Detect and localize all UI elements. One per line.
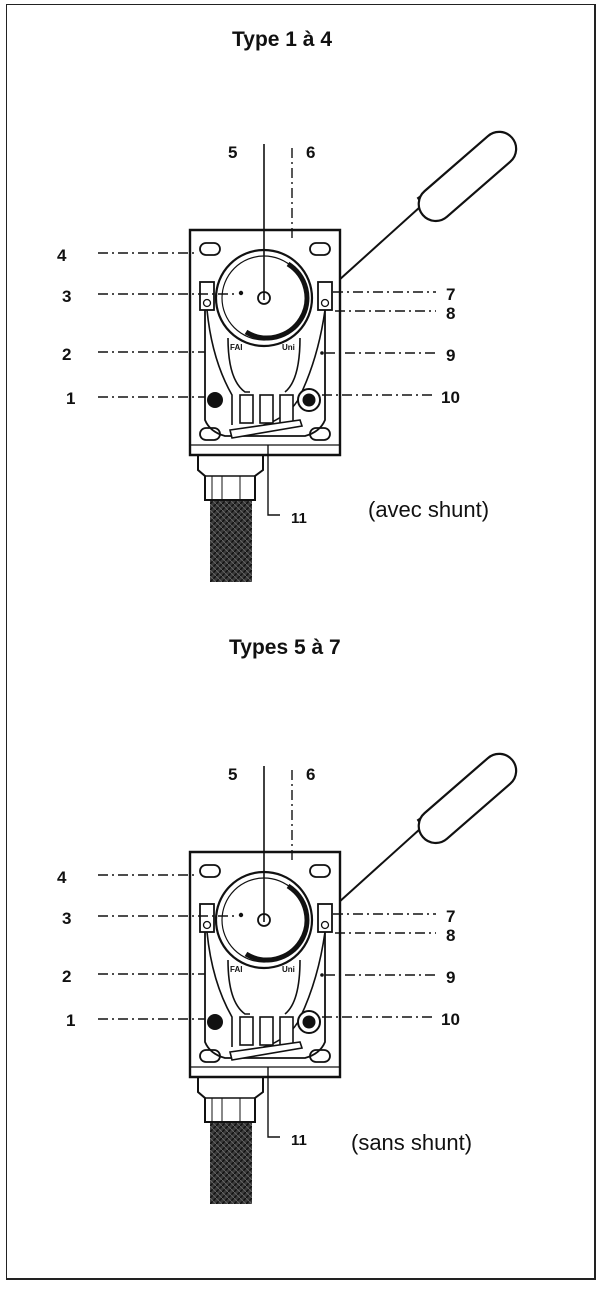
callout-7: 7 [446, 285, 455, 304]
diagram-1-title: Type 1 à 4 [232, 28, 332, 51]
diagram-2-title: Types 5 à 7 [229, 636, 341, 659]
callout-8: 8 [446, 304, 455, 323]
callout-4: 4 [57, 246, 67, 265]
callout-4: 4 [57, 868, 67, 887]
dial-label-right: Uni [282, 343, 295, 352]
callout-6: 6 [306, 143, 315, 162]
callout-11: 11 [291, 510, 307, 527]
callout-8: 8 [446, 926, 455, 945]
callout-11: 11 [291, 1132, 307, 1149]
diagram-2-device: 4 3 2 1 7 8 9 10 5 6 11 FAI Uni [57, 747, 523, 1204]
callout-1: 1 [66, 389, 75, 408]
callout-9: 9 [446, 968, 455, 987]
callout-7: 7 [446, 907, 455, 926]
callout-3: 3 [62, 909, 71, 928]
diagram-2-note: (sans shunt) [351, 1130, 473, 1155]
callout-9: 9 [446, 346, 455, 365]
callout-10: 10 [441, 1010, 460, 1029]
callout-3: 3 [62, 287, 71, 306]
dial-label-right: Uni [282, 965, 295, 974]
callout-5: 5 [228, 143, 237, 162]
diagram-1-device: 4 3 2 1 7 8 9 10 5 6 11 FAI Uni [57, 125, 523, 582]
callout-2: 2 [62, 345, 71, 364]
callout-10: 10 [441, 388, 460, 407]
dial-label-left: FAI [230, 343, 242, 352]
callout-6: 6 [306, 765, 315, 784]
callout-5: 5 [228, 765, 237, 784]
callout-2: 2 [62, 967, 71, 986]
page-frame [6, 4, 596, 1280]
diagram-1-note: (avec shunt) [368, 497, 490, 522]
dial-label-left: FAI [230, 965, 242, 974]
callout-1: 1 [66, 1011, 75, 1030]
